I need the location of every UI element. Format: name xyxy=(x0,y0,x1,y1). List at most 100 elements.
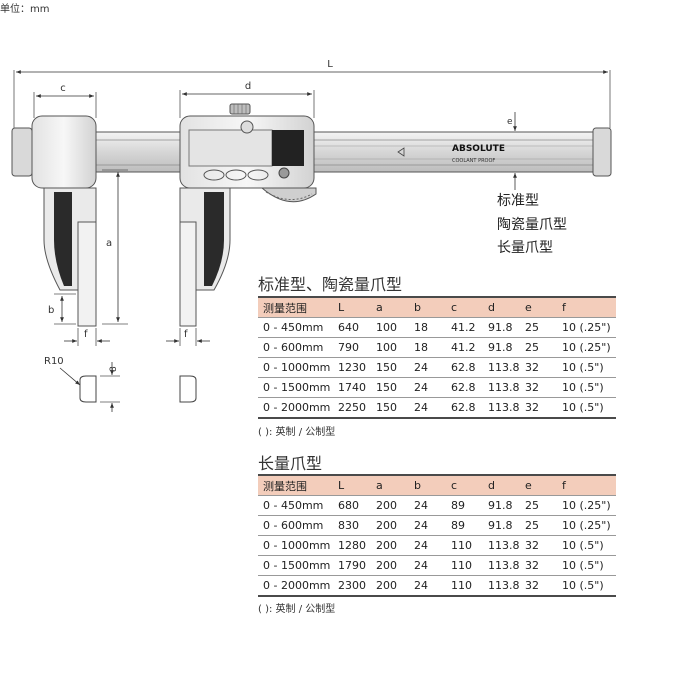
dim-f-left-label: f xyxy=(84,329,88,340)
cell: 24 xyxy=(409,535,446,556)
table-row: 0 - 1000mm 1280 200 24 110 113.8 32 10 (… xyxy=(258,535,616,556)
cell: 24 xyxy=(409,515,446,536)
cell: 32 xyxy=(520,357,557,378)
cell: 640 xyxy=(333,317,371,338)
dim-L-label: L xyxy=(327,59,333,70)
cell: 24 xyxy=(409,377,446,398)
type-standard: 标准型 xyxy=(497,193,539,209)
cell: 113.8 xyxy=(483,377,520,398)
cell: 0 - 1000mm xyxy=(258,357,333,378)
cell: 10 (.25") xyxy=(557,515,616,536)
table-header-row: 测量范围 L a b c d e f xyxy=(258,474,616,496)
cell: 100 xyxy=(371,317,409,338)
cell: 32 xyxy=(520,575,557,597)
cell: 110 xyxy=(446,575,483,597)
table-row: 0 - 1000mm 1230 150 24 62.8 113.8 32 10 … xyxy=(258,357,616,378)
table1-note: ( ): 英制 / 公制型 xyxy=(258,427,336,438)
cell: 150 xyxy=(371,397,409,419)
header-cell: b xyxy=(409,296,446,318)
header-cell: e xyxy=(520,296,557,318)
cell: 25 xyxy=(520,495,557,516)
cell: 62.8 xyxy=(446,377,483,398)
dim-8-label: 8 xyxy=(109,366,119,372)
cell: 200 xyxy=(371,495,409,516)
dimension-c: c xyxy=(33,83,97,118)
cell: 41.2 xyxy=(446,317,483,338)
cell: 113.8 xyxy=(483,555,520,576)
cell: 10 (.25") xyxy=(557,317,616,338)
table-header-row: 测量范围 L a b c d e f xyxy=(258,296,616,318)
cell: 10 (.5") xyxy=(557,535,616,556)
cell: 10 (.5") xyxy=(557,575,616,597)
type-long-jaw: 长量爪型 xyxy=(497,240,553,256)
header-cell: 测量范围 xyxy=(258,296,333,318)
cell: 32 xyxy=(520,377,557,398)
table2-title: 长量爪型 xyxy=(258,454,323,473)
cell: 18 xyxy=(409,317,446,338)
cell: 0 - 600mm xyxy=(258,515,333,536)
cell: 830 xyxy=(333,515,371,536)
cell: 24 xyxy=(409,495,446,516)
table-row: 0 - 600mm 830 200 24 89 91.8 25 10 (.25"… xyxy=(258,515,616,536)
header-cell: c xyxy=(446,474,483,496)
header-cell: L xyxy=(333,296,371,318)
dim-f-right-label: f xyxy=(184,329,188,340)
cell: 62.8 xyxy=(446,397,483,419)
slider-body xyxy=(179,103,317,203)
jaw-tip-section: R10 8 xyxy=(44,356,197,412)
header-cell: e xyxy=(520,474,557,496)
cell: 25 xyxy=(520,515,557,536)
header-cell: L xyxy=(333,474,371,496)
cell: 790 xyxy=(333,337,371,358)
header-cell: 测量范围 xyxy=(258,474,333,496)
cell: 18 xyxy=(409,337,446,358)
cell: 113.8 xyxy=(483,357,520,378)
cell: 91.8 xyxy=(483,317,520,338)
dim-r10-label: R10 xyxy=(44,356,64,367)
cell: 24 xyxy=(409,555,446,576)
cell: 1790 xyxy=(333,555,371,576)
cell: 10 (.5") xyxy=(557,555,616,576)
cell: 62.8 xyxy=(446,357,483,378)
cell: 110 xyxy=(446,535,483,556)
cell: 32 xyxy=(520,535,557,556)
cell: 0 - 1500mm xyxy=(258,377,333,398)
brand-sub: COOLANT PROOF xyxy=(452,158,495,164)
cell: 110 xyxy=(446,555,483,576)
cell: 2300 xyxy=(333,575,371,597)
dimension-b: b xyxy=(48,293,76,325)
dimension-d: d xyxy=(179,81,315,118)
cell: 91.8 xyxy=(483,515,520,536)
dim-d-label: d xyxy=(245,81,251,92)
cell: 24 xyxy=(409,397,446,419)
cell: 100 xyxy=(371,337,409,358)
cell: 0 - 450mm xyxy=(258,317,333,338)
header-cell: a xyxy=(371,474,409,496)
dim-b-label: b xyxy=(48,305,54,316)
table-row: 0 - 1500mm 1790 200 24 110 113.8 32 10 (… xyxy=(258,555,616,576)
cell: 200 xyxy=(371,515,409,536)
cell: 1230 xyxy=(333,357,371,378)
cell: 0 - 2000mm xyxy=(258,397,333,419)
cell: 150 xyxy=(371,357,409,378)
cell: 24 xyxy=(409,575,446,597)
header-cell: d xyxy=(483,474,520,496)
cell: 10 (.5") xyxy=(557,357,616,378)
header-cell: b xyxy=(409,474,446,496)
type-ceramic-jaw: 陶瓷量爪型 xyxy=(497,217,567,233)
brand-name: ABSOLUTE xyxy=(452,144,505,154)
cell: 10 (.25") xyxy=(557,495,616,516)
cell: 150 xyxy=(371,377,409,398)
cell: 89 xyxy=(446,515,483,536)
table2-note: ( ): 英制 / 公制型 xyxy=(258,604,336,615)
dimension-L: L xyxy=(13,59,611,128)
cell: 200 xyxy=(371,535,409,556)
cell: 25 xyxy=(520,317,557,338)
cell: 25 xyxy=(520,337,557,358)
header-cell: c xyxy=(446,296,483,318)
cell: 10 (.5") xyxy=(557,377,616,398)
cell: 1280 xyxy=(333,535,371,556)
dimension-a: a xyxy=(102,169,128,325)
dim-a-label: a xyxy=(106,238,112,249)
